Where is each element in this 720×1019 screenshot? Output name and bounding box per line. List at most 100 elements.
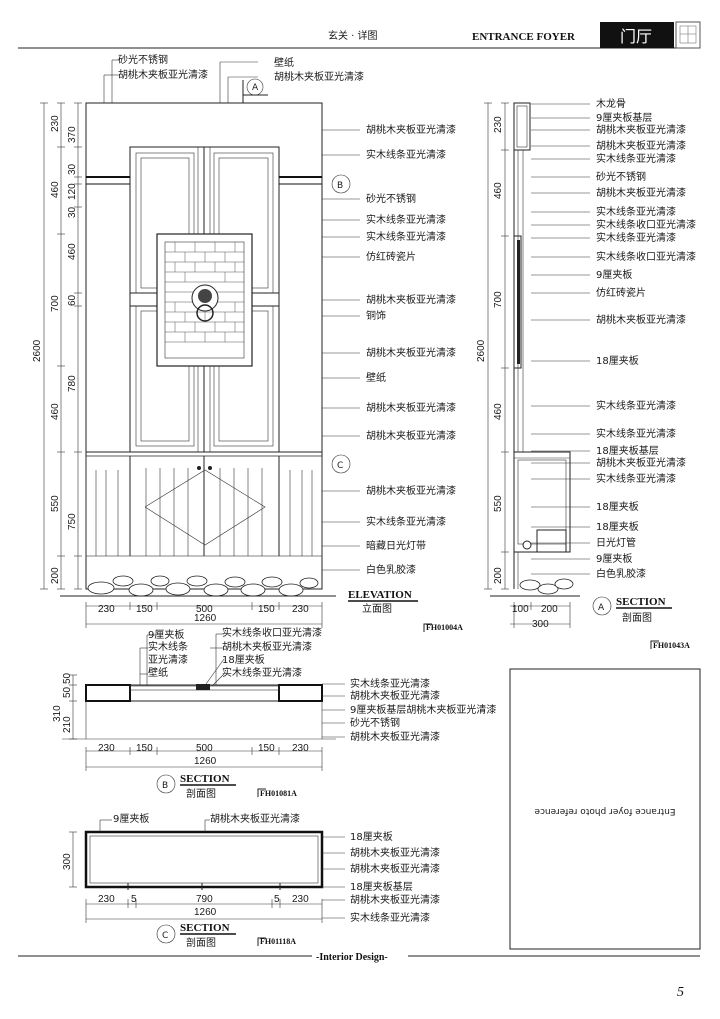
sec-b-label-top: 实木线条收口亚光清漆: [222, 626, 322, 639]
footer: -Interior Design- 5: [18, 950, 700, 1000]
section-a-label: 白色乳胶漆: [596, 567, 646, 580]
sec-c-dim-h: 790: [196, 894, 213, 905]
section-a-label: 胡桃木夹板亚光清漆: [596, 139, 686, 152]
elevation-right-label: 胡桃木夹板亚光清漆: [366, 293, 456, 306]
elev-dim-v: 780: [67, 375, 78, 392]
sec-a-dim-v: 700: [493, 291, 504, 308]
section-a-labels: 木龙骨9厘夹板基层胡桃木夹板亚光清漆胡桃木夹板亚光清漆实木线条亚光清漆砂光不锈钢…: [531, 97, 696, 580]
elev-dim-h: 230: [292, 604, 309, 615]
section-a-label: 实木线条亚光清漆: [596, 205, 676, 218]
sec-c-code: FH01118A: [260, 937, 296, 946]
elev-dim-v: 120: [67, 183, 78, 200]
elevation-drawing: A B C 2600 230 370 30 120 30 460 460 60 …: [32, 53, 463, 632]
sec-c-dim-h: 5: [274, 894, 280, 905]
header-title-en: ENTRANCE FOYER: [472, 31, 576, 43]
sec-c-total-width: 1260: [194, 907, 217, 918]
sec-a-code: FH01043A: [653, 641, 690, 650]
header: 玄关 · 详图 ENTRANCE FOYER 门厅: [18, 21, 701, 49]
header-tab: [600, 22, 674, 48]
sec-a-dim-v: 460: [493, 403, 504, 420]
sec-c-label-top: 9厘夹板: [113, 812, 149, 825]
section-a-label: 实木线条亚光清漆: [596, 231, 676, 244]
header-tab-label: 门厅: [620, 27, 652, 46]
sec-b-title-en: SECTION: [180, 773, 230, 785]
section-c-label: 18厘夹板: [350, 830, 393, 843]
elevation-right-label: 胡桃木夹板亚光清漆: [366, 429, 456, 442]
lion-knocker-icon: [191, 284, 219, 322]
elev-dim-v: 750: [67, 513, 78, 530]
elevation-right-label: 胡桃木夹板亚光清漆: [366, 346, 456, 359]
elev-dim-v: 460: [67, 243, 78, 260]
elev-dim-v: 370: [67, 126, 78, 143]
elevation-right-label: 实木线条亚光清漆: [366, 148, 446, 161]
elev-dim-h: 150: [136, 604, 153, 615]
sec-b-dim-v: 310: [52, 705, 63, 722]
sec-a-title-en: SECTION: [616, 596, 666, 608]
section-a-drawing: 2600 230 460 700 460 550 200 100 200 300…: [476, 97, 696, 650]
elevation-right-label: 胡桃木夹板亚光清漆: [366, 401, 456, 414]
section-a-label: 砂光不锈钢: [596, 170, 646, 183]
sec-a-dim-v: 200: [493, 567, 504, 584]
sec-b-total-width: 1260: [194, 756, 217, 767]
pebbles: [87, 575, 319, 597]
sec-b-dim-h: 500: [196, 743, 213, 754]
sec-b-dim-v: 50: [62, 686, 73, 698]
elev-dim-h: 230: [98, 604, 115, 615]
section-a-label: 仿红砖瓷片: [596, 286, 646, 299]
sec-c-dim-h: 230: [98, 894, 115, 905]
section-c-label: 胡桃木夹板亚光清漆: [350, 862, 440, 875]
elevation-right-labels: 胡桃木夹板亚光清漆实木线条亚光清漆砂光不锈钢实木线条亚光清漆实木线条亚光清漆仿红…: [322, 123, 456, 576]
elevation-code: FH01004A: [426, 623, 463, 632]
page-number: 5: [677, 985, 684, 1000]
elevation-right-label: 砂光不锈钢: [366, 192, 416, 205]
elev-dim-v: 550: [50, 495, 61, 512]
section-a-label: 18厘夹板: [596, 520, 639, 533]
elevation-right-label: 暗藏日光灯带: [366, 539, 426, 552]
elevation-right-label: 胡桃木夹板亚光清漆: [366, 484, 456, 497]
footer-label: -Interior Design-: [316, 952, 388, 963]
sec-a-dim-v: 460: [493, 182, 504, 199]
sec-b-marker: B: [162, 781, 168, 791]
elev-dim-h: 500: [196, 604, 213, 615]
elevation-right-label: 白色乳胶漆: [366, 563, 416, 576]
elevation-right-label: 壁纸: [366, 371, 386, 384]
elev-dim-v: 60: [67, 294, 78, 306]
elevation-right-label: 铜饰: [366, 309, 386, 322]
sec-b-label-top: 实木线条: [148, 640, 188, 653]
elev-dim-v: 460: [50, 403, 61, 420]
section-a-label: 胡桃木夹板亚光清漆: [596, 313, 686, 326]
section-a-label: 日光灯管: [596, 536, 636, 549]
elevation-title-en: ELEVATION: [348, 589, 412, 601]
section-c-labels: 18厘夹板胡桃木夹板亚光清漆胡桃木夹板亚光清漆18厘夹板基层胡桃木夹板亚光清漆实…: [322, 830, 440, 924]
section-a-label: 胡桃木夹板亚光清漆: [596, 186, 686, 199]
section-a-label: 实木线条收口亚光清漆: [596, 218, 696, 231]
sec-a-total-height: 2600: [476, 339, 487, 362]
elevation-right-label: 实木线条亚光清漆: [366, 515, 446, 528]
sec-a-title-cn: 剖面图: [622, 611, 652, 624]
sec-b-title-cn: 剖面图: [186, 787, 216, 800]
elev-dim-v: 230: [50, 115, 61, 132]
photo-caption: Entrance foyer photo reference: [534, 806, 676, 816]
section-a-label: 胡桃木夹板亚光清漆: [596, 456, 686, 469]
sec-b-dim-h: 230: [292, 743, 309, 754]
sec-a-dim-h: 100: [512, 604, 529, 615]
elev-dim-v: 30: [67, 206, 78, 218]
elev-label-top: 胡桃木夹板亚光清漆: [118, 68, 208, 81]
section-b-drawing: 50 50 310 210 230 150 500 150 230 1260 B…: [52, 626, 496, 800]
sec-b-dim-h: 230: [98, 743, 115, 754]
section-c-label: 18厘夹板基层: [350, 880, 413, 893]
elevation-right-label: 实木线条亚光清漆: [366, 213, 446, 226]
elevation-title-cn: 立面图: [362, 602, 392, 615]
sec-c-dim-h: 230: [292, 894, 309, 905]
marker-a-top: A: [252, 83, 259, 93]
sec-c-marker: C: [162, 931, 168, 941]
sec-c-dim-h: 5: [131, 894, 137, 905]
sec-b-dim-v: 210: [62, 716, 73, 733]
section-a-label: 实木线条亚光清漆: [596, 399, 676, 412]
section-b-label: 实木线条亚光清漆: [350, 677, 430, 690]
marker-b-side: B: [337, 181, 343, 191]
sec-a-dim-v: 550: [493, 495, 504, 512]
section-b-label: 9厘夹板基层胡桃木夹板亚光清漆: [350, 703, 496, 716]
elev-dim-v: 200: [50, 567, 61, 584]
